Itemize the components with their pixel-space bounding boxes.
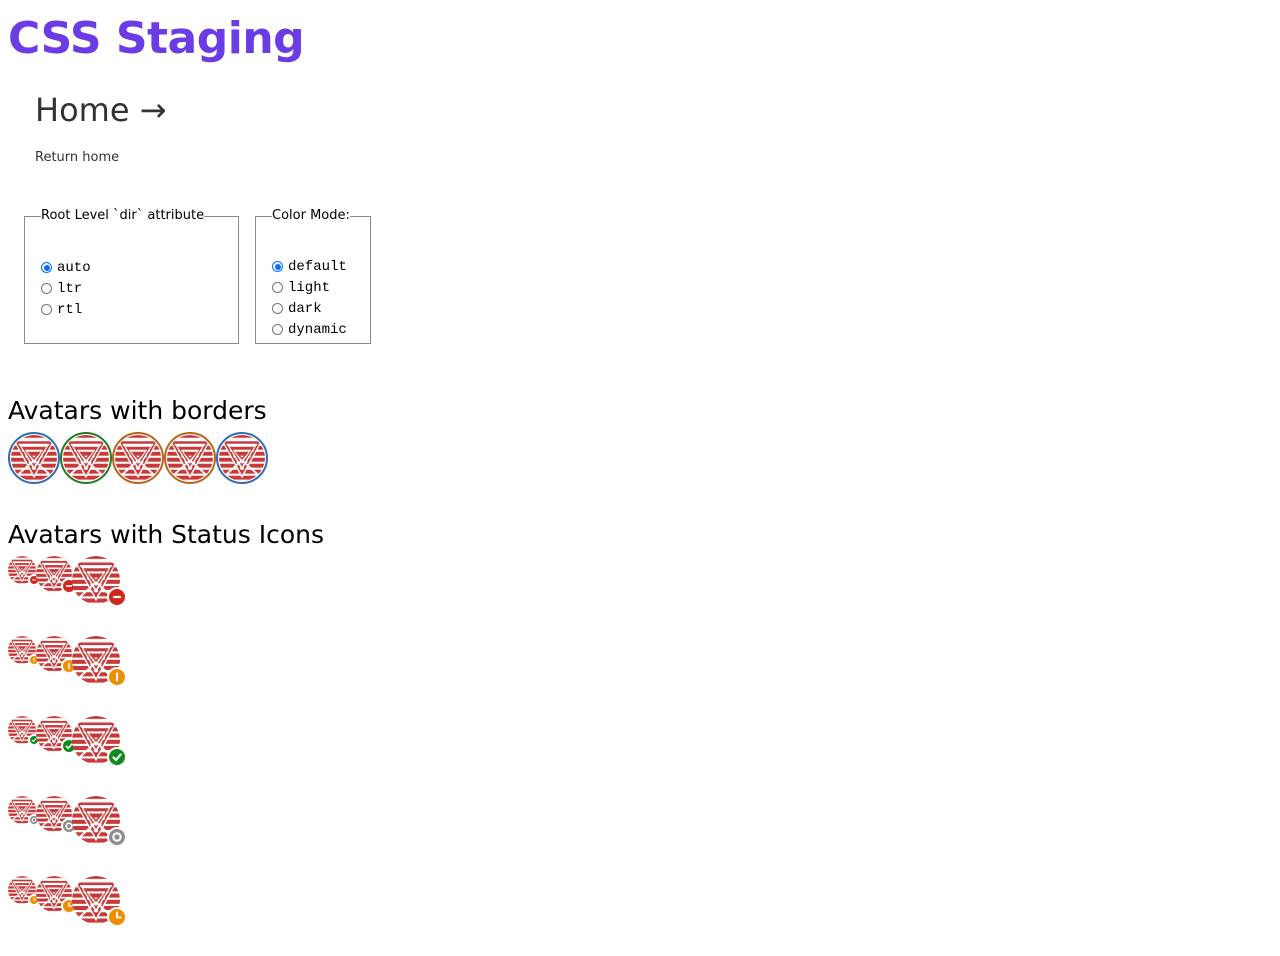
color-option-label: default xyxy=(288,258,347,275)
color-option-default[interactable]: default xyxy=(272,256,347,277)
status-avatar xyxy=(36,556,78,595)
bordered-avatar xyxy=(216,432,268,484)
avatar-image xyxy=(115,435,161,481)
color-radio-dark[interactable] xyxy=(272,303,283,314)
status-avatar xyxy=(8,876,40,906)
color-option-label: light xyxy=(288,279,331,296)
color-radio-default[interactable] xyxy=(272,261,283,272)
status-avatar xyxy=(72,556,128,608)
status-avatar xyxy=(8,796,40,826)
dir-option-auto[interactable]: auto xyxy=(41,257,91,278)
clock-icon xyxy=(107,907,128,928)
color-option-label: dark xyxy=(288,300,322,317)
color-option-light[interactable]: light xyxy=(272,277,330,298)
avatar-image xyxy=(63,435,109,481)
avatar-image xyxy=(167,435,213,481)
home-heading: Home → xyxy=(35,91,167,129)
avatar-image xyxy=(219,435,265,481)
return-home-link[interactable]: Return home xyxy=(35,150,120,165)
status-avatar xyxy=(36,636,78,675)
dir-attribute-fieldset: Root Level `dir` attribute auto ltr rtl xyxy=(24,208,239,344)
bordered-avatar xyxy=(112,432,164,484)
status-avatar xyxy=(72,876,128,928)
dir-option-rtl[interactable]: rtl xyxy=(41,299,82,320)
color-option-dynamic[interactable]: dynamic xyxy=(272,319,347,340)
minus-icon xyxy=(107,587,128,608)
color-mode-fieldset: Color Mode: default light dark dynamic xyxy=(255,208,371,344)
avatar-image xyxy=(11,435,57,481)
status-avatar xyxy=(72,636,128,688)
avatars-borders-heading: Avatars with borders xyxy=(8,396,267,425)
dir-option-ltr[interactable]: ltr xyxy=(41,278,82,299)
status-avatar xyxy=(8,556,40,586)
dir-option-label: rtl xyxy=(57,301,83,318)
color-mode-legend: Color Mode: xyxy=(272,208,350,223)
status-avatar xyxy=(36,796,78,835)
bordered-avatar xyxy=(8,432,60,484)
status-avatar xyxy=(8,636,40,666)
status-avatar xyxy=(8,716,40,746)
exclamation-icon xyxy=(107,667,128,688)
color-option-dark[interactable]: dark xyxy=(272,298,322,319)
ring-icon xyxy=(107,827,128,848)
status-avatar xyxy=(36,716,78,755)
status-avatar xyxy=(72,796,128,848)
avatar-image xyxy=(72,636,120,684)
checkmark-icon xyxy=(107,747,128,768)
dir-attribute-legend: Root Level `dir` attribute xyxy=(41,208,205,223)
avatars-status-heading: Avatars with Status Icons xyxy=(8,520,325,549)
color-radio-light[interactable] xyxy=(272,282,283,293)
site-title: CSS Staging xyxy=(8,13,305,64)
dir-radio-ltr[interactable] xyxy=(41,283,52,294)
status-avatar xyxy=(72,716,128,768)
bordered-avatar xyxy=(60,432,112,484)
color-radio-dynamic[interactable] xyxy=(272,324,283,335)
dir-option-label: ltr xyxy=(57,280,83,297)
dir-radio-rtl[interactable] xyxy=(41,304,52,315)
dir-radio-auto[interactable] xyxy=(41,262,52,273)
avatar-image xyxy=(36,796,72,832)
avatar-image xyxy=(8,716,36,744)
color-option-label: dynamic xyxy=(288,321,347,338)
avatar-image xyxy=(36,876,72,912)
dir-option-label: auto xyxy=(57,259,91,276)
status-avatar xyxy=(36,876,78,915)
bordered-avatar xyxy=(164,432,216,484)
